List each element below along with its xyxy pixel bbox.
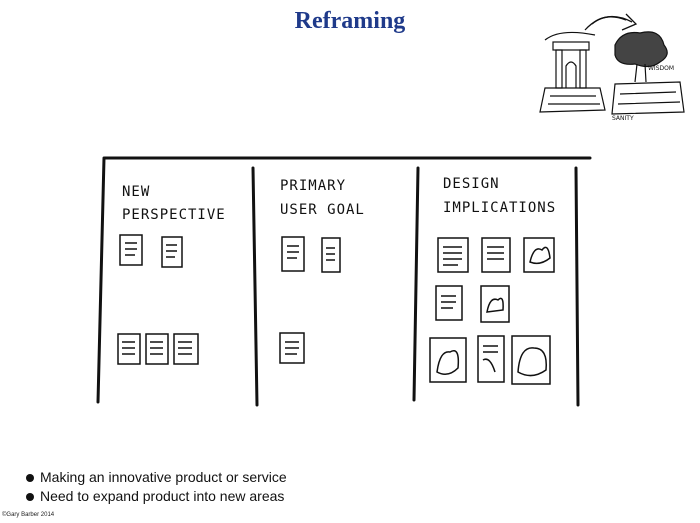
curved-arrow-icon (584, 13, 638, 31)
image-icon (480, 285, 510, 323)
image-icon (429, 337, 467, 383)
column-3-heading-line1: DESIGN (443, 176, 500, 192)
slide-title: Reframing (294, 8, 406, 34)
bullet-dot-icon (26, 473, 34, 482)
copyright-footer: ©Gary Barber 2014 (2, 512, 55, 518)
document-icon (321, 237, 341, 273)
bullet-text: Making an innovative product or service (40, 469, 287, 485)
document-icon (281, 236, 305, 272)
document-icon (437, 237, 469, 273)
document-icon (435, 285, 463, 321)
bullet-list: Making an innovative product or service … (26, 468, 287, 506)
document-icon (117, 333, 141, 365)
column-2-heading-line2: USER GOAL (280, 202, 365, 218)
column-1-heading-line1: NEW (122, 184, 150, 200)
column-3-heading-line2: IMPLICATIONS (443, 200, 556, 216)
bullet-item: Making an innovative product or service (26, 468, 287, 487)
document-icons-column-1 (117, 234, 199, 365)
document-icon (173, 333, 199, 365)
image-icon (511, 335, 551, 385)
column-1-heading-line2: PERSPECTIVE (122, 207, 226, 223)
document-icon (161, 236, 183, 268)
tree-illustration (611, 31, 685, 115)
bullet-item: Need to expand product into new areas (26, 487, 287, 506)
document-icons-column-2 (279, 236, 341, 364)
illustration-label-wisdom: WISDOM (648, 65, 674, 72)
column-2-heading-line1: PRIMARY (280, 178, 346, 194)
bullet-dot-icon (26, 492, 34, 501)
document-icon (119, 234, 143, 266)
framework-grid (96, 156, 592, 407)
document-icon (279, 332, 305, 364)
temple-illustration (539, 31, 606, 113)
document-icon (477, 335, 505, 383)
image-icon (523, 237, 555, 273)
document-icons-column-3 (429, 237, 555, 385)
document-icon (481, 237, 511, 273)
bullet-text: Need to expand product into new areas (40, 488, 285, 504)
document-icon (145, 333, 169, 365)
illustration-label-sanity: SANITY (612, 115, 634, 122)
